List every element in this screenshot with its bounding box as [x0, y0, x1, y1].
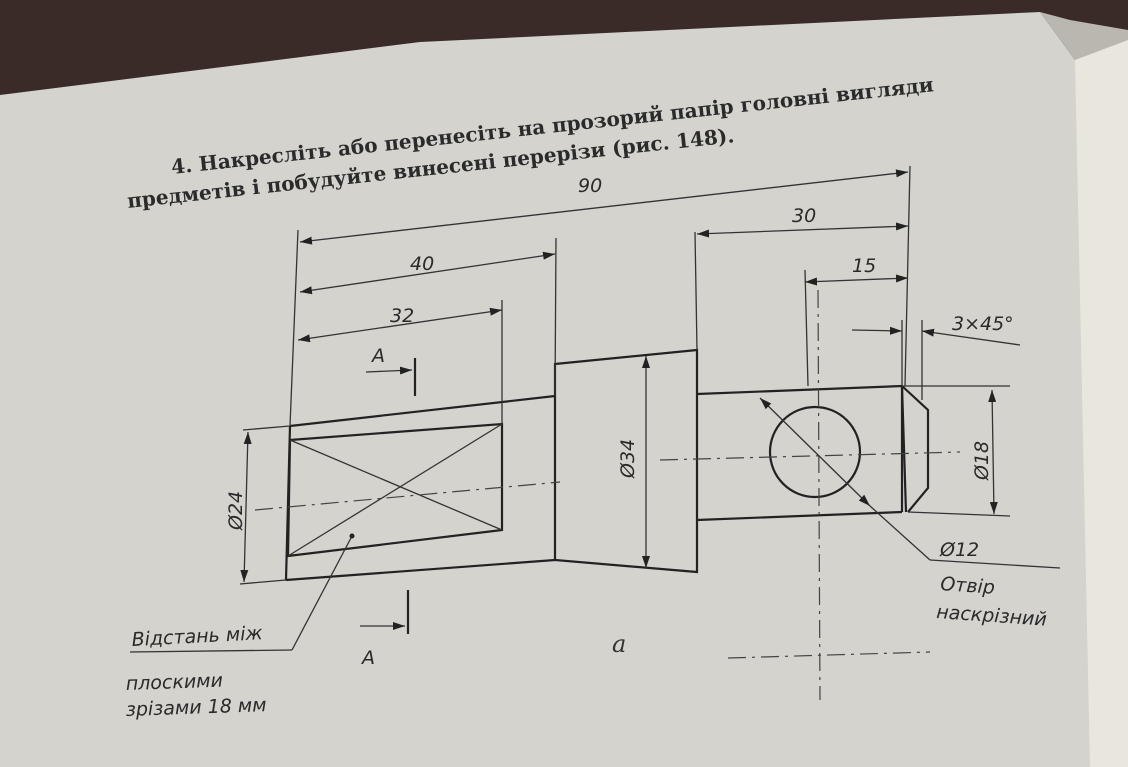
dim-chamfer: 3×45° [952, 313, 1014, 335]
right-page-sliver [1075, 40, 1128, 767]
figure-label: а [612, 630, 626, 658]
dim-30: 30 [792, 205, 816, 227]
hole-note-line-1: Отвір [940, 573, 996, 599]
extension-lines [239, 165, 1011, 585]
flats-leader [291, 535, 353, 651]
shaft-outline [284, 348, 930, 582]
dim-32: 32 [390, 305, 414, 327]
leader-dot [349, 533, 355, 539]
section-mark-bottom [360, 590, 410, 634]
flats-note-line-3: зрізами 18 мм [125, 694, 266, 721]
section-label-top: А [370, 345, 385, 367]
dim-90: 90 [578, 175, 602, 197]
section-label-bottom: А [360, 647, 375, 669]
dim-15: 15 [852, 255, 876, 277]
section-mark-top [365, 358, 417, 396]
dim-dia24: Ø24 [225, 491, 247, 531]
dim-dia34: Ø34 [617, 439, 639, 479]
dimension-lines [240, 169, 1061, 583]
flats-leader-shelf [129, 649, 293, 653]
dim-dia12: Ø12 [939, 539, 979, 561]
flats-note-line-2: плоскими [125, 670, 223, 695]
dim-dia18: Ø18 [971, 441, 993, 481]
dim-40: 40 [410, 253, 434, 275]
